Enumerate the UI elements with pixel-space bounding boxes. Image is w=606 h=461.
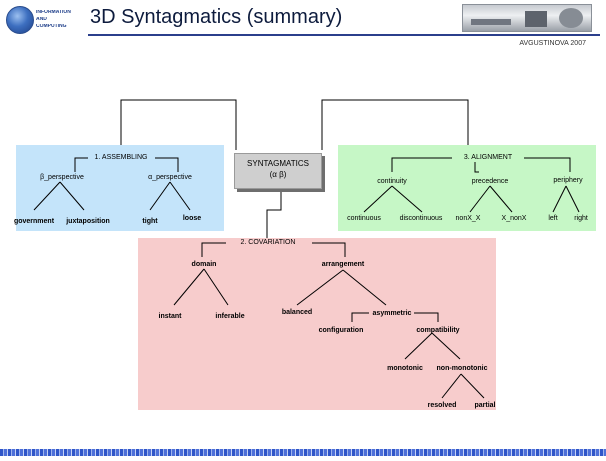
precedence-label: precedence bbox=[471, 178, 509, 185]
partial-label: partial bbox=[474, 402, 496, 409]
instant-label: instant bbox=[158, 313, 182, 320]
tree-edge bbox=[404, 332, 461, 360]
alignment-bracket bbox=[391, 157, 571, 172]
assembling-title: 1. ASSEMBLING bbox=[91, 153, 151, 162]
photo-shape bbox=[559, 8, 583, 28]
logo-line-1: INFORMATION bbox=[36, 10, 71, 15]
author-credit: AVGUSTINOVA 2007 bbox=[519, 40, 586, 47]
slide-header: INFORMATION AND COMPUTING 3D Syntagmatic… bbox=[0, 0, 606, 47]
syntagmatics-label: SYNTAGMATICS bbox=[247, 159, 309, 168]
tree-edge bbox=[33, 181, 85, 211]
syntagmatics-sublabel: (α β) bbox=[269, 170, 287, 179]
connector-central-covariation bbox=[266, 190, 282, 238]
x-nonx-label: X_nonX bbox=[501, 215, 527, 222]
balanced-label: balanced bbox=[281, 309, 313, 316]
footer-bar bbox=[0, 449, 606, 456]
precedence-stem bbox=[474, 158, 479, 173]
domain-label: domain bbox=[191, 261, 217, 268]
loose-label: loose bbox=[182, 215, 202, 222]
inferable-label: inferable bbox=[215, 313, 245, 320]
beta-perspective-label: β_perspective bbox=[40, 174, 84, 181]
covariation-panel bbox=[138, 238, 496, 410]
covariation-bracket bbox=[201, 242, 346, 257]
tree-edge bbox=[552, 185, 580, 213]
monotonic-label: monotonic bbox=[387, 365, 423, 372]
assembling-bracket bbox=[74, 157, 179, 172]
juxtaposition-label: juxtaposition bbox=[66, 218, 110, 225]
tree-edge bbox=[173, 268, 229, 306]
logo-line-2: AND bbox=[36, 17, 47, 22]
covariation-title: 2. COVARIATION bbox=[237, 238, 299, 247]
compatibility-label: compatibility bbox=[416, 327, 460, 334]
non-monotonic-label: non-monotonic bbox=[436, 365, 488, 372]
tree-edge bbox=[149, 181, 191, 211]
continuity-label: continuity bbox=[377, 178, 407, 185]
right-label: right bbox=[574, 215, 588, 222]
photo-shape bbox=[471, 19, 511, 25]
asymmetric-label: asymmetric bbox=[370, 309, 414, 318]
continuous-label: continuous bbox=[347, 215, 381, 222]
logo-line-3: COMPUTING bbox=[36, 24, 67, 29]
tree-edge bbox=[469, 185, 513, 213]
tight-label: tight bbox=[142, 218, 158, 225]
slide-title: 3D Syntagmatics (summary) bbox=[90, 6, 343, 28]
globe-icon bbox=[6, 6, 34, 34]
institution-logo: INFORMATION AND COMPUTING bbox=[6, 4, 76, 34]
alpha-perspective-label: α_perspective bbox=[148, 174, 192, 181]
arrangement-label: arrangement bbox=[321, 261, 365, 268]
tree-edge bbox=[363, 185, 423, 213]
resolved-label: resolved bbox=[427, 402, 457, 409]
header-photo bbox=[462, 4, 592, 32]
configuration-label: configuration bbox=[318, 327, 364, 334]
alignment-title: 3. ALIGNMENT bbox=[460, 153, 516, 162]
connector-central-assembling bbox=[120, 99, 237, 150]
government-label: government bbox=[13, 218, 55, 225]
connector-central-alignment bbox=[321, 99, 469, 150]
title-rule bbox=[88, 34, 600, 36]
photo-shape bbox=[525, 11, 547, 27]
tree-edge bbox=[441, 373, 485, 399]
asymmetric-bracket bbox=[351, 312, 439, 322]
syntagmatics-node: SYNTAGMATICS (α β) bbox=[234, 153, 322, 189]
tree-edge bbox=[296, 269, 387, 306]
periphery-label: periphery bbox=[553, 177, 583, 184]
nonx-x-label: nonX_X bbox=[455, 215, 481, 222]
left-label: left bbox=[548, 215, 558, 222]
discontinuous-label: discontinuous bbox=[399, 215, 443, 222]
